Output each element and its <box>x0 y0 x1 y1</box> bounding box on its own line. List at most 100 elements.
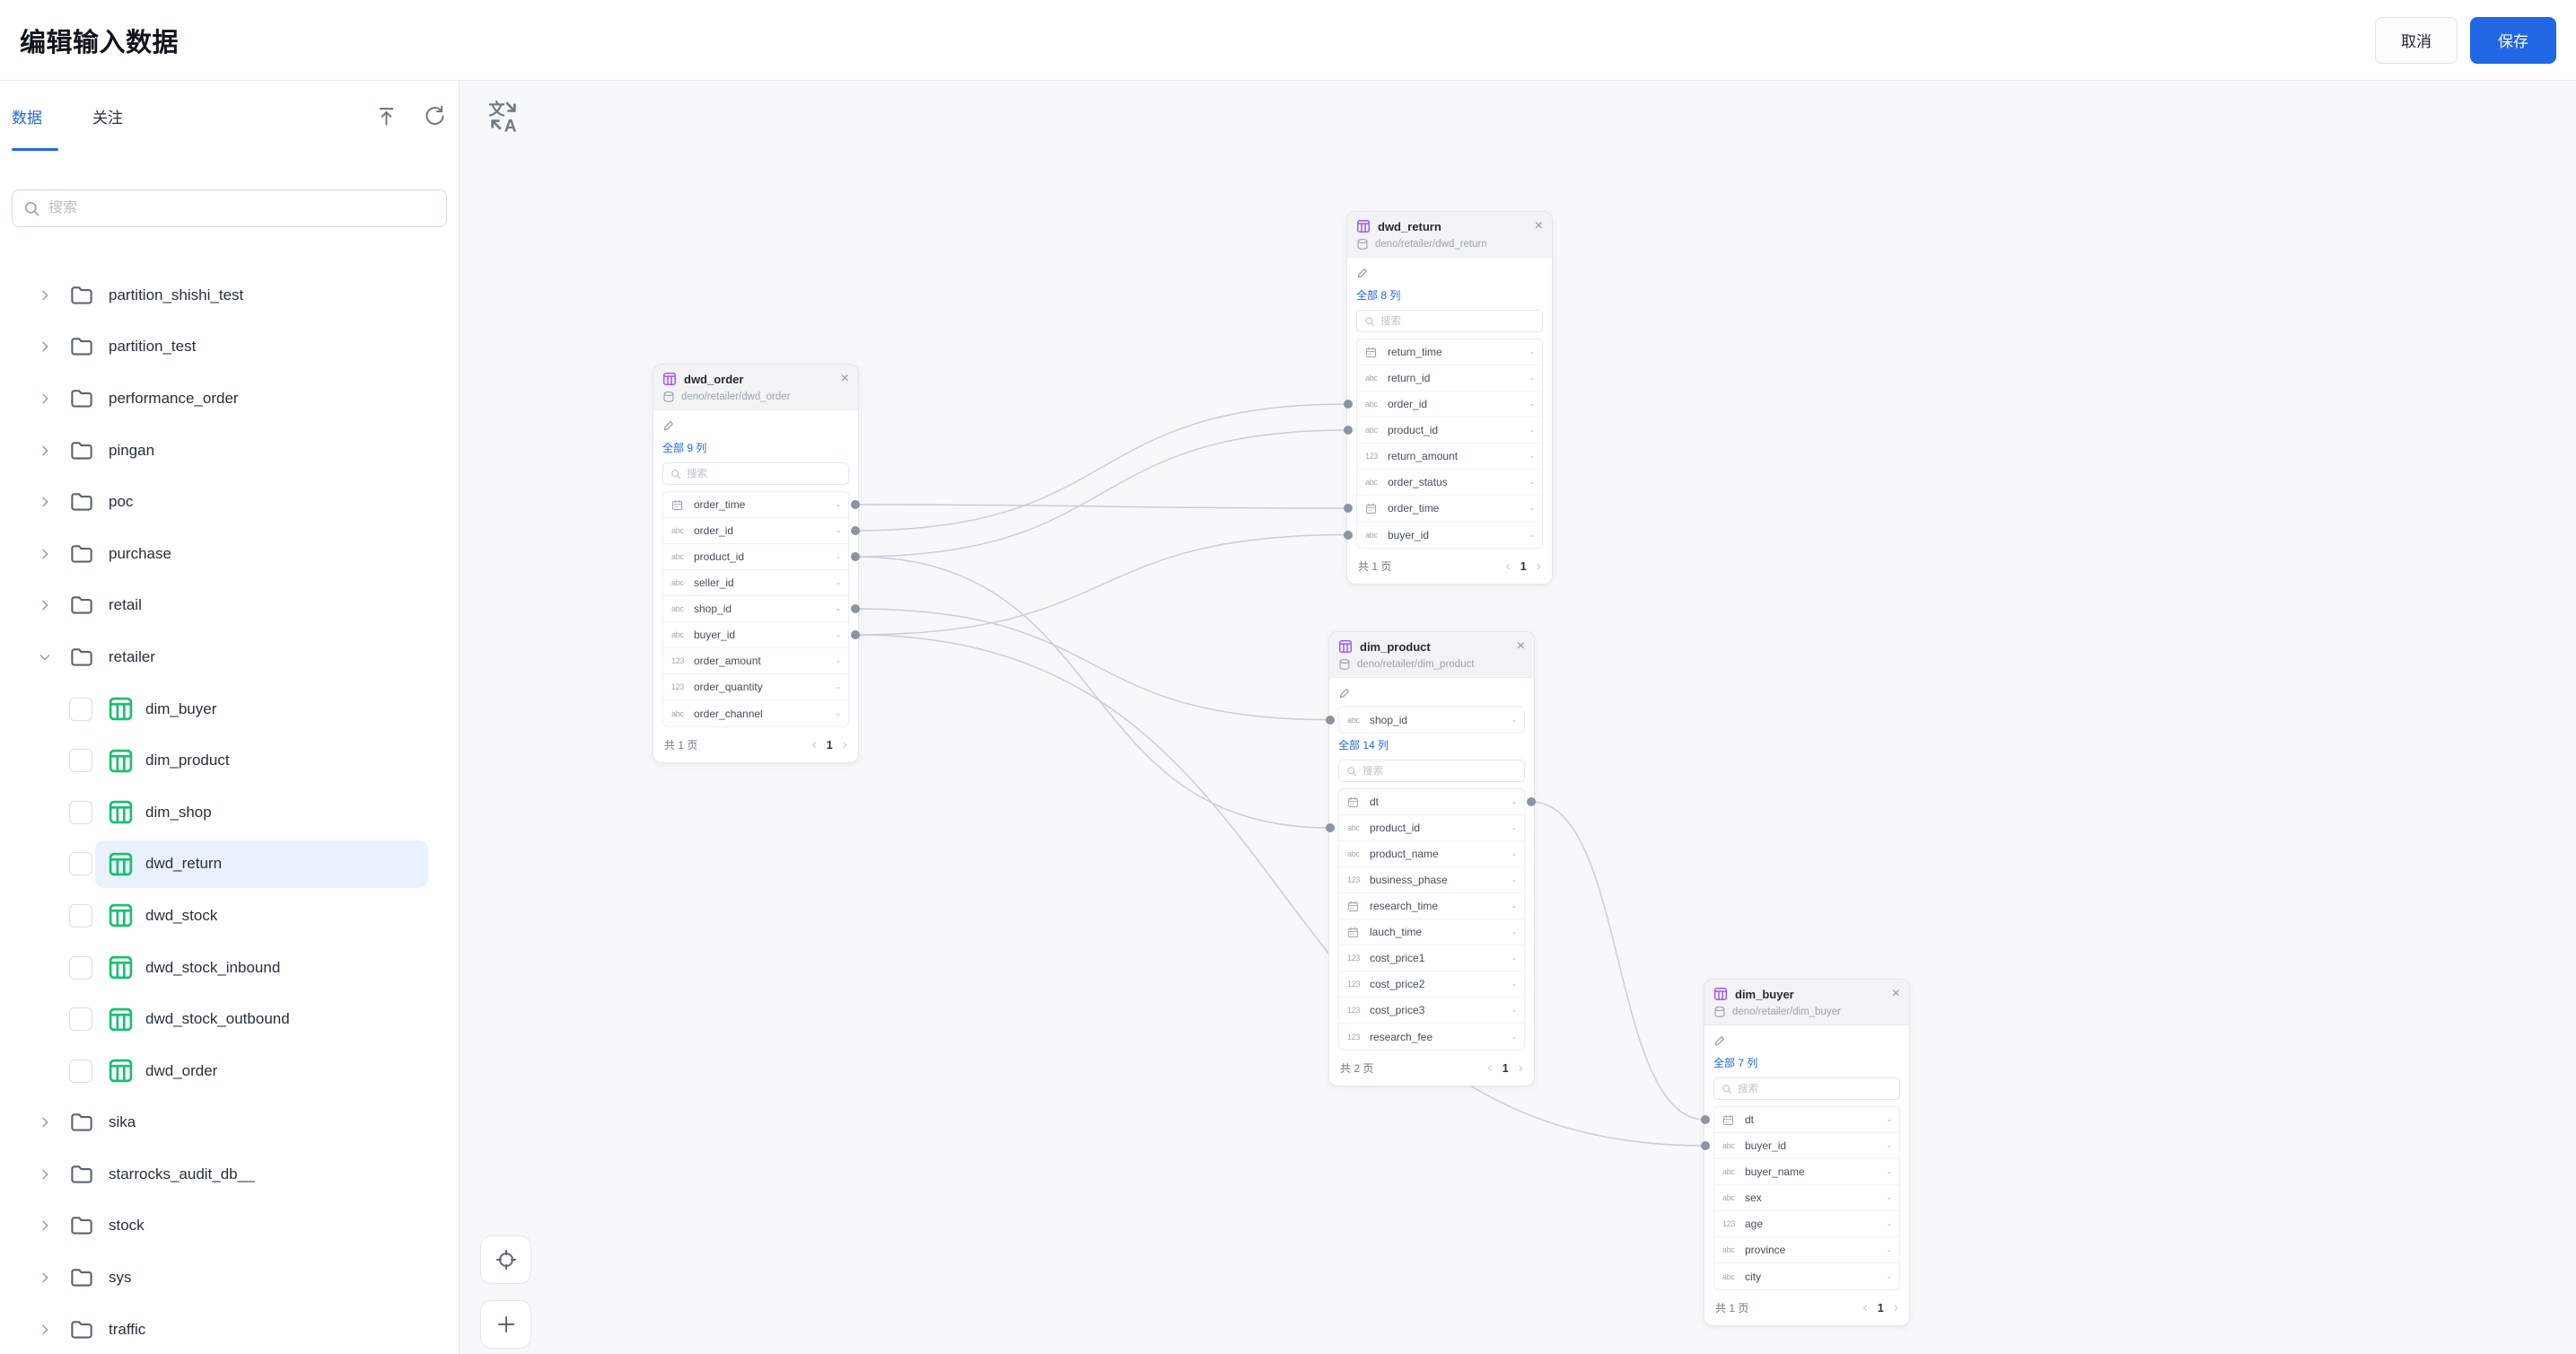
next-page-icon[interactable]: › <box>1893 1299 1898 1315</box>
node-search-input[interactable] <box>1362 765 1517 777</box>
sidebar-item-traffic[interactable]: traffic <box>0 1304 459 1354</box>
all-columns-link[interactable]: 全部 8 列 <box>1356 289 1401 302</box>
auto-layout-button[interactable] <box>486 99 522 135</box>
edit-icon[interactable] <box>662 419 675 432</box>
upload-icon[interactable] <box>374 104 399 128</box>
chevron-down-icon[interactable] <box>38 650 52 664</box>
checkbox[interactable] <box>69 697 92 721</box>
connection-port[interactable] <box>1701 1115 1710 1124</box>
cancel-button[interactable]: 取消 <box>2375 16 2458 64</box>
sidebar-item-dim-shop[interactable]: dim_shop <box>0 787 459 839</box>
chevron-right-icon[interactable] <box>38 495 52 509</box>
field-row[interactable]: order_time- <box>1344 496 1542 522</box>
prev-page-icon[interactable]: ‹ <box>1862 1299 1868 1315</box>
sidebar-search[interactable] <box>12 189 447 227</box>
chevron-right-icon[interactable] <box>38 444 52 458</box>
table-node-dwd-order[interactable]: dwd_order × deno/retailer/dwd_order 全部 9… <box>653 364 860 763</box>
sidebar-item-partition-shishi-test[interactable]: partition_shishi_test <box>0 269 459 321</box>
sidebar-item-stock[interactable]: stock <box>0 1200 459 1253</box>
field-row[interactable]: research_time- <box>1339 893 1524 919</box>
sidebar-item-dwd-stock-inbound[interactable]: dwd_stock_inbound <box>0 942 459 994</box>
node-search-input[interactable] <box>1738 1083 1892 1095</box>
chevron-right-icon[interactable] <box>38 598 52 612</box>
connection-port[interactable] <box>1527 797 1536 806</box>
chevron-right-icon[interactable] <box>38 339 52 354</box>
search-input[interactable] <box>48 200 435 216</box>
node-search[interactable] <box>1713 1077 1900 1100</box>
node-search-input[interactable] <box>687 468 841 479</box>
connection-port[interactable] <box>1344 400 1353 409</box>
chevron-right-icon[interactable] <box>38 1167 52 1182</box>
next-page-icon[interactable]: › <box>1518 1059 1523 1076</box>
edit-icon[interactable] <box>1338 687 1351 699</box>
prev-page-icon[interactable]: ‹ <box>811 736 817 752</box>
field-row[interactable]: lauch_time- <box>1339 919 1524 945</box>
chevron-right-icon[interactable] <box>38 1218 52 1233</box>
node-search[interactable] <box>1356 310 1543 332</box>
field-row[interactable]: order_time- <box>663 492 860 518</box>
sidebar-item-dwd-order[interactable]: dwd_order <box>0 1045 459 1097</box>
checkbox[interactable] <box>69 1007 92 1032</box>
tab-data[interactable]: 数据 <box>12 81 58 151</box>
sidebar-item-partition-test[interactable]: partition_test <box>0 321 459 374</box>
field-row[interactable]: dt- <box>1701 1107 1899 1133</box>
connection-port[interactable] <box>1344 426 1353 435</box>
canvas[interactable]: dwd_order × deno/retailer/dwd_order 全部 9… <box>460 81 2576 1354</box>
chevron-right-icon[interactable] <box>38 1115 52 1130</box>
chevron-right-icon[interactable] <box>38 1270 52 1285</box>
sidebar-item-purchase[interactable]: purchase <box>0 528 459 580</box>
sidebar-item-performance-order[interactable]: performance_order <box>0 373 459 425</box>
sidebar-item-retailer[interactable]: retailer <box>0 631 459 683</box>
locate-button[interactable] <box>480 1235 531 1284</box>
checkbox[interactable] <box>69 955 92 980</box>
sidebar-item-dim-buyer[interactable]: dim_buyer <box>0 683 459 735</box>
prev-page-icon[interactable]: ‹ <box>1505 558 1511 574</box>
chevron-right-icon[interactable] <box>38 391 52 406</box>
connection-port[interactable] <box>851 552 860 561</box>
chevron-right-icon[interactable] <box>38 288 52 303</box>
checkbox[interactable] <box>69 1059 92 1083</box>
connection-port[interactable] <box>851 630 860 639</box>
refresh-icon[interactable] <box>423 104 447 128</box>
next-page-icon[interactable]: › <box>1536 558 1541 574</box>
checkbox[interactable] <box>69 852 92 876</box>
field-row[interactable]: dt- <box>1339 789 1536 815</box>
sidebar-item-dwd-return[interactable]: dwd_return <box>0 839 459 891</box>
close-icon[interactable]: × <box>1891 986 1900 1001</box>
sidebar-item-pingan[interactable]: pingan <box>0 425 459 477</box>
field-row[interactable]: return_time- <box>1357 339 1542 365</box>
node-search[interactable] <box>1338 760 1525 782</box>
node-search[interactable] <box>662 462 849 485</box>
sidebar-item-dim-product[interactable]: dim_product <box>0 734 459 787</box>
zoom-in-button[interactable] <box>480 1300 531 1349</box>
next-page-icon[interactable]: › <box>842 736 847 752</box>
close-icon[interactable]: × <box>1516 638 1525 654</box>
edit-icon[interactable] <box>1356 267 1369 279</box>
all-columns-link[interactable]: 全部 7 列 <box>1713 1057 1758 1069</box>
prev-page-icon[interactable]: ‹ <box>1487 1059 1493 1076</box>
tab-follow[interactable]: 关注 <box>92 109 123 127</box>
